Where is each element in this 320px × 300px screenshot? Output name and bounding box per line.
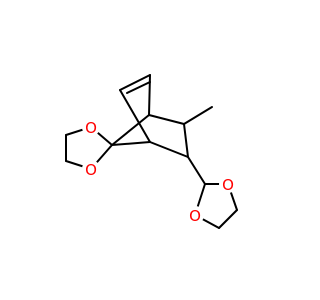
oxygen-atom-3: O	[219, 175, 237, 194]
bond-c3-c4	[148, 74, 151, 116]
bond-c5-c6	[183, 123, 189, 158]
oxygen-atom-4: O	[186, 206, 204, 225]
bond-ch2c-ch2d	[218, 209, 238, 229]
bond-c2-c3-double	[126, 81, 151, 94]
atom-mask	[82, 118, 100, 136]
bond-c4-c5	[148, 114, 185, 125]
molecule-structure: O O O O	[65, 74, 238, 229]
atom-mask	[219, 175, 237, 193]
oxygen-label: O	[85, 161, 97, 179]
bond-c1-c2	[119, 89, 151, 143]
bond-layer	[65, 74, 238, 229]
oxygen-label: O	[189, 207, 201, 225]
bond-c6-c1	[149, 141, 189, 158]
oxygen-atom-2: O	[82, 160, 100, 179]
atom-label-layer: O O O O	[82, 118, 237, 225]
bond-c2-c3	[119, 74, 151, 91]
bond-c5-methyl	[183, 106, 213, 125]
oxygen-label: O	[222, 176, 234, 194]
atom-mask	[186, 206, 204, 224]
bond-c6-acetal	[187, 156, 206, 185]
oxygen-label: O	[85, 119, 97, 137]
oxygen-atom-1: O	[82, 118, 100, 137]
bond-c7-c4	[111, 114, 150, 146]
bond-c7-c1	[111, 141, 151, 146]
atom-mask	[82, 160, 100, 178]
